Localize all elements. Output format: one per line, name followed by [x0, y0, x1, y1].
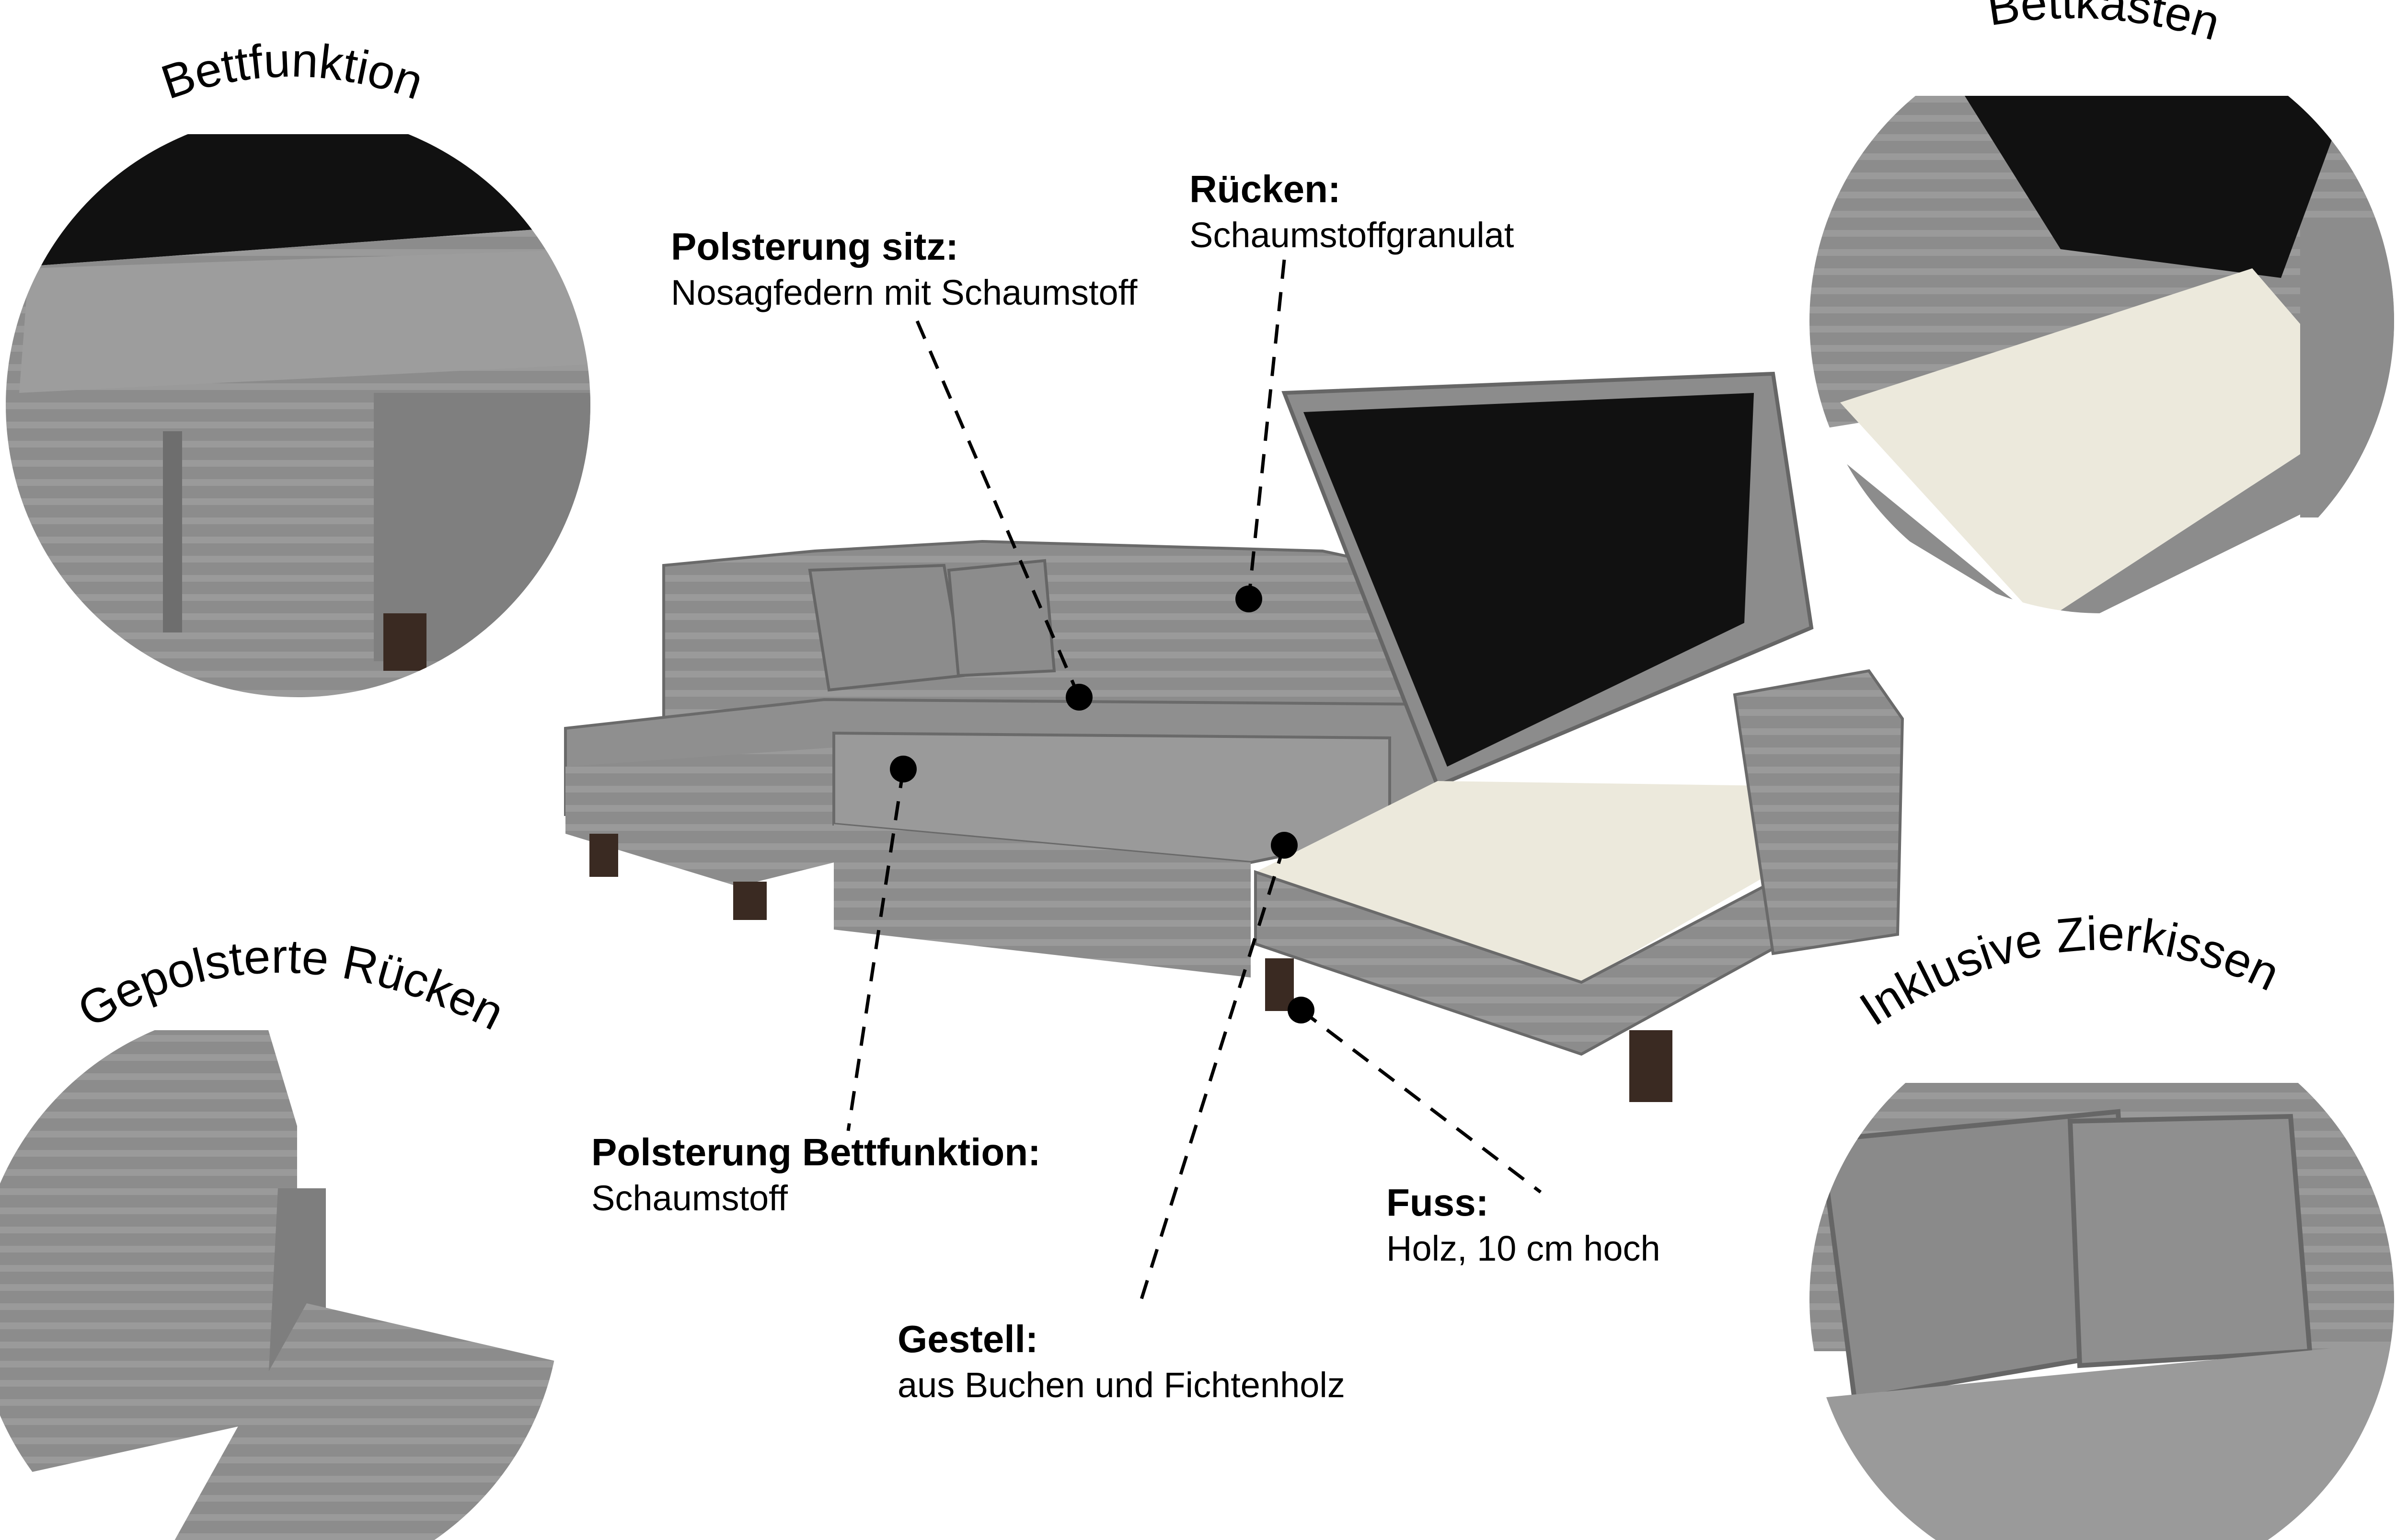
- circle-title-bettfunktion: Bettfunktion: [155, 34, 430, 110]
- leader-line-polsterung-sitz: [915, 320, 1081, 698]
- marker-dot-gestell: [1271, 832, 1298, 859]
- marker-dot-fuss: [1288, 997, 1314, 1023]
- callout-polsterung-sitz: Polsterung sitz: Nosagfedern mit Schaums…: [671, 223, 1137, 315]
- callout-gestell: Gestell: aus Buchen und Fichtenholz: [898, 1315, 1345, 1408]
- leader-line-polsterung-bettfunktion: [846, 769, 905, 1131]
- callout-polsterung-bettfunktion: Polsterung Bettfunktion: Schaumstoff: [591, 1128, 1041, 1221]
- callout-text: aus Buchen und Fichtenholz: [898, 1365, 1345, 1405]
- marker-dot-polsterung-sitz: [1066, 684, 1093, 711]
- callout-title: Gestell:: [898, 1318, 1038, 1360]
- callout-title: Polsterung Bettfunktion:: [591, 1131, 1041, 1173]
- callout-text: Holz, 10 cm hoch: [1386, 1229, 1660, 1268]
- bettfunktion-photo: [6, 113, 590, 697]
- callout-text: Schaumstoffgranulat: [1189, 215, 1514, 255]
- bettkasten-photo: [1809, 29, 2394, 613]
- callout-text: Nosagfedern mit Schaumstoff: [671, 273, 1138, 312]
- marker-dot-ruecken: [1235, 586, 1262, 612]
- leader-line-ruecken: [1247, 259, 1286, 599]
- callout-title: Fuss:: [1386, 1181, 1489, 1224]
- callout-title: Polsterung sitz:: [671, 225, 959, 268]
- sofa-illustration: [564, 371, 1904, 1102]
- gepolsterte-ruecken-photo: [0, 1007, 561, 1540]
- callout-title: Rücken:: [1189, 168, 1341, 210]
- leader-lines: [846, 259, 1542, 1308]
- callout-text: Schaumstoff: [591, 1178, 788, 1218]
- callout-ruecken: Rücken: Schaumstoffgranulat: [1189, 165, 1514, 258]
- leader-line-fuss: [1300, 1009, 1542, 1194]
- marker-dot-polsterung-bettfunktion: [890, 756, 917, 782]
- callout-fuss: Fuss: Holz, 10 cm hoch: [1386, 1179, 1660, 1271]
- zierkissen-photo: [1809, 1007, 2394, 1540]
- leader-line-gestell: [1137, 844, 1286, 1308]
